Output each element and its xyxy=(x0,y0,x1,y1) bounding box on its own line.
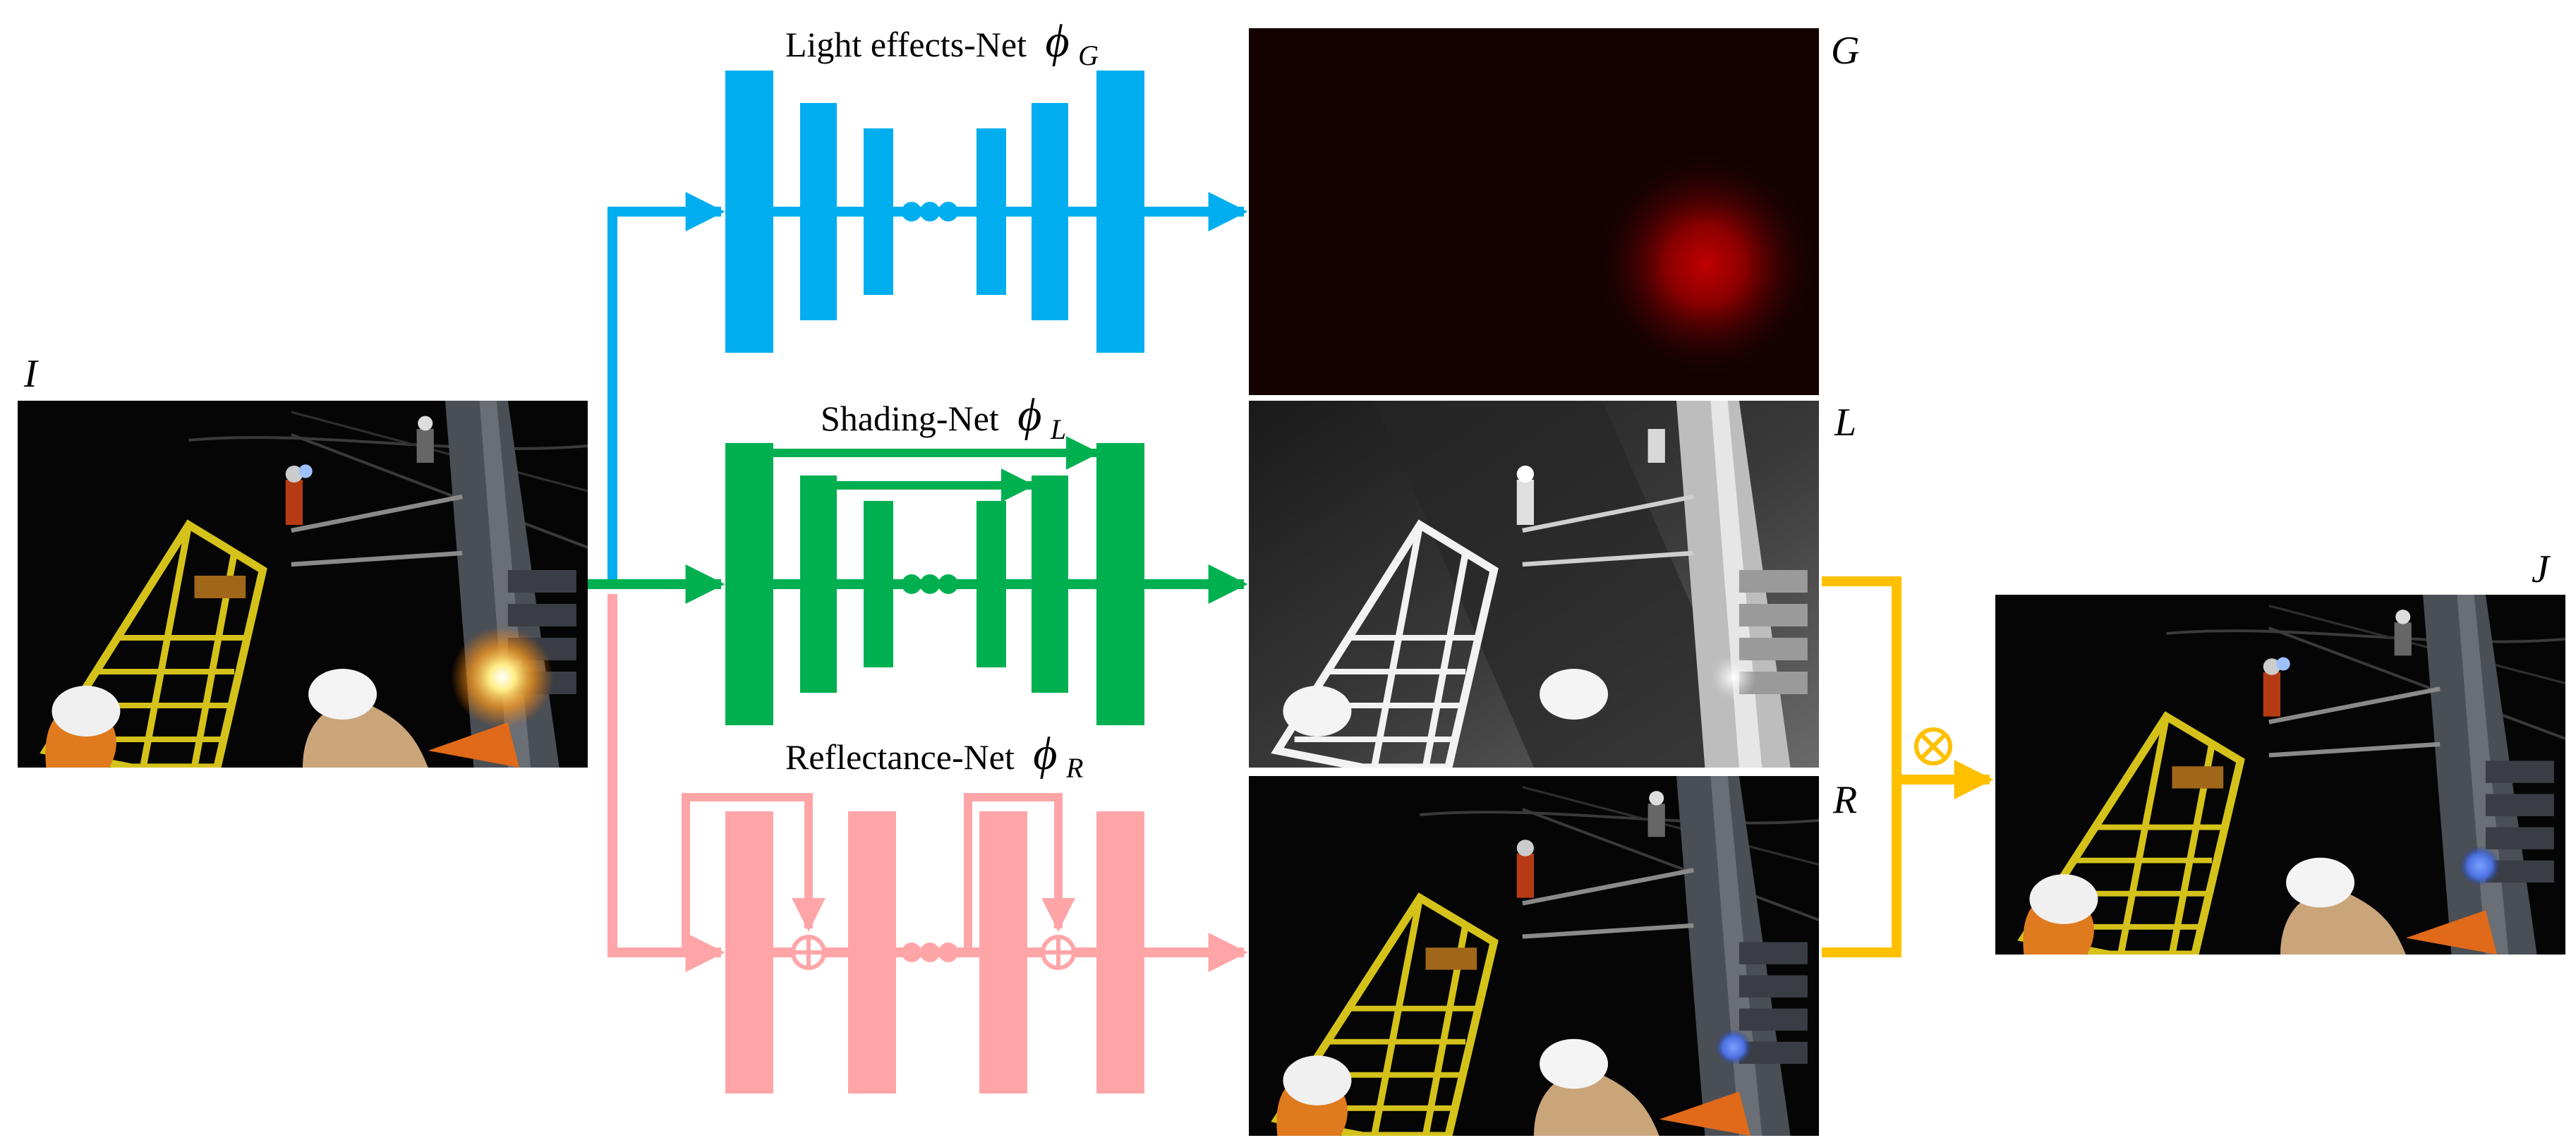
otimes-icon xyxy=(1914,727,1952,765)
output-image xyxy=(1995,595,2565,955)
reflectance-map-image xyxy=(1249,776,1819,1136)
output-label: J xyxy=(2532,547,2551,591)
encoder-block xyxy=(864,128,893,295)
light-effects-net: Light effects-Net ϕ G xyxy=(725,16,1248,353)
reflectance-net: Reflectance-Net ϕ R xyxy=(682,728,1248,1093)
input-image xyxy=(18,401,588,768)
residual-block xyxy=(979,811,1027,1093)
combine-bracket xyxy=(1822,576,1901,957)
ellipsis-icon xyxy=(902,202,958,222)
decoder-block xyxy=(976,128,1006,295)
decoder-block xyxy=(1032,103,1068,320)
residual-connection-arrow xyxy=(682,793,826,952)
glow-map-image xyxy=(1249,28,1819,395)
shading-map-label: L xyxy=(1834,401,1856,444)
encoder-block xyxy=(800,103,837,320)
residual-block xyxy=(848,811,896,1093)
reflectance-map-label: R xyxy=(1832,778,1857,822)
plus-circle-icon xyxy=(1041,935,1076,970)
pink-branch-arrow xyxy=(607,594,725,972)
plus-circle-icon xyxy=(791,935,826,970)
shading-net: Shading-Net ϕ L xyxy=(725,389,1248,725)
decoder-block xyxy=(1032,475,1068,693)
glow-map-label: G xyxy=(1831,29,1859,73)
residual-block xyxy=(725,811,773,1093)
shading-net-title: Shading-Net ϕ L xyxy=(821,389,1066,445)
encoder-block xyxy=(864,501,893,667)
reflectance-net-title: Reflectance-Net ϕ R xyxy=(785,728,1083,784)
shading-map-image xyxy=(1249,401,1819,768)
encoder-block xyxy=(725,443,773,725)
ellipsis-icon xyxy=(902,574,958,594)
light-effects-net-title: Light effects-Net ϕ G xyxy=(785,16,1099,71)
residual-connection-arrow xyxy=(964,793,1075,952)
decoder-block xyxy=(1096,71,1144,353)
encoder-block xyxy=(725,71,773,353)
blue-branch-arrow xyxy=(588,192,725,589)
residual-block xyxy=(1096,811,1144,1093)
encoder-block xyxy=(800,475,837,693)
decoder-block xyxy=(1096,443,1144,725)
ellipsis-icon xyxy=(902,943,958,962)
decoder-block xyxy=(976,501,1006,667)
input-label: I xyxy=(23,352,39,396)
